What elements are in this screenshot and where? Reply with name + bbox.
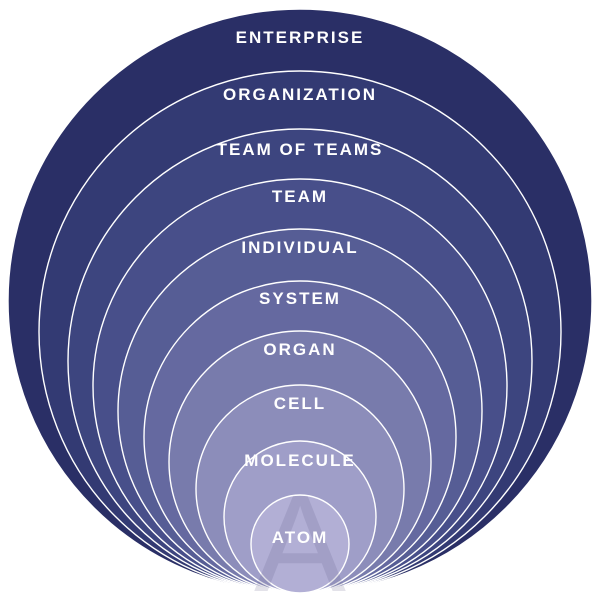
circle-atom [250, 494, 350, 594]
label-system: SYSTEM [259, 289, 341, 308]
label-molecule: MOLECULE [244, 451, 355, 470]
watermark-a-glyph: A [254, 467, 346, 600]
label-team: TEAM [272, 187, 328, 206]
label-cell: CELL [274, 394, 326, 413]
label-enterprise: ENTERPRISE [236, 28, 365, 47]
label-team-of-teams: TEAM OF TEAMS [217, 140, 384, 159]
label-atom: ATOM [272, 528, 328, 547]
label-individual: INDIVIDUAL [241, 238, 358, 257]
label-organization: ORGANIZATION [223, 85, 377, 104]
label-organ: ORGAN [263, 340, 336, 359]
